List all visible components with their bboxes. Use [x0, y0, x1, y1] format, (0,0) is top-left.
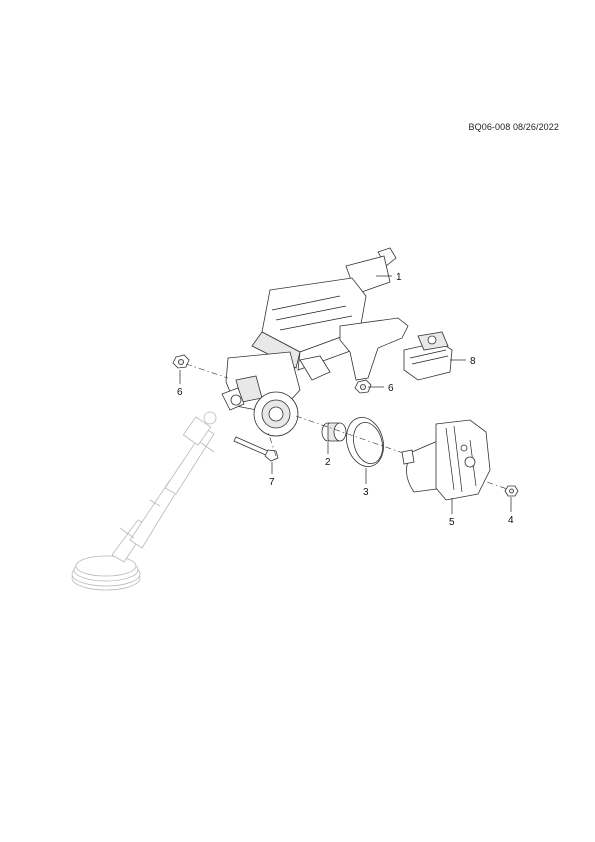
- nut-right: [354, 379, 372, 394]
- leader-lines: [179, 275, 512, 514]
- bolt-small: [504, 485, 519, 497]
- callout-4: 4: [508, 515, 514, 526]
- steering-column-assembly: [221, 247, 409, 437]
- callout-7: 7: [269, 477, 275, 488]
- callout-3: 3: [363, 487, 369, 498]
- callout-1: 1: [396, 272, 402, 283]
- sensor-bushing: [321, 422, 347, 442]
- retaining-ring: [346, 417, 384, 467]
- callout-5: 5: [449, 517, 455, 528]
- nut-left: [172, 354, 229, 379]
- callout-8: 8: [470, 356, 476, 367]
- drawing-reference-code: BQ06-008 08/26/2022: [468, 122, 559, 132]
- power-steering-motor: [401, 419, 491, 501]
- callout-6-right: 6: [388, 383, 394, 394]
- callout-2: 2: [325, 457, 331, 468]
- bolt: [233, 431, 279, 462]
- callout-6-left: 6: [177, 387, 183, 398]
- intermediate-shaft-ghost: [71, 411, 217, 591]
- control-module: [403, 331, 453, 381]
